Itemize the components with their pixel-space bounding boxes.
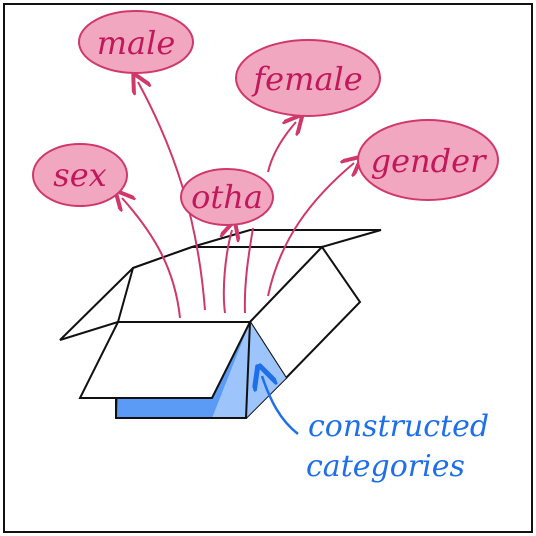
bubble-female: female (235, 39, 381, 117)
arrow-to-female (267, 122, 296, 173)
bubble-sex: sex (32, 143, 128, 207)
annotation-line-1: constructed (308, 409, 489, 444)
arrow-to-sex (122, 198, 181, 319)
bubble-other-label: otha (191, 178, 263, 216)
bubble-gender: gender (357, 119, 499, 201)
arrow-to-other (224, 230, 232, 314)
box-front-flap (78, 321, 252, 399)
arrow-to-gender (267, 163, 354, 297)
bubble-female-label: female (251, 60, 362, 98)
bubble-male-label: male (97, 24, 176, 62)
bubble-male: male (78, 10, 194, 74)
box-front-edge (115, 321, 251, 419)
annotation-arrow (262, 376, 299, 435)
bubble-gender-label: gender (371, 142, 487, 180)
annotation-line-2: categories (306, 449, 465, 484)
bubble-sex-label: sex (53, 156, 106, 194)
bubble-other: otha (180, 168, 274, 226)
arrow-stem-other-right (243, 227, 254, 314)
